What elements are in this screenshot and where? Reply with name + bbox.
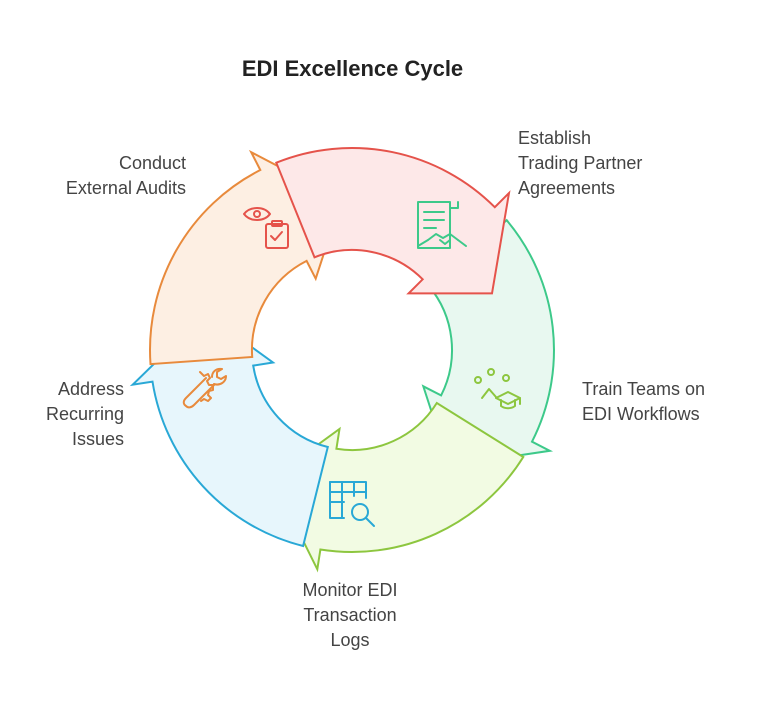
label-line: Train Teams on: [582, 379, 706, 399]
label-line: Transaction: [303, 605, 397, 625]
wrench-gear-icon: [182, 367, 227, 409]
label-line: EDI Workflows: [582, 404, 700, 424]
label-line: Logs: [330, 630, 370, 650]
graduation-cap-icon: [474, 368, 521, 410]
label-line: Monitor EDI: [302, 580, 398, 600]
eye-clipboard-icon: [243, 207, 289, 249]
label-address: Address Recurring Issues: [46, 377, 124, 452]
label-line: Issues: [71, 429, 124, 449]
label-line: Address: [57, 379, 124, 399]
label-train: Train Teams on EDI Workflows: [582, 377, 705, 427]
label-line: Agreements: [518, 178, 616, 198]
contract-handshake-icon: [417, 201, 467, 249]
label-audit: Conduct External Audits: [66, 151, 186, 201]
label-line: Conduct: [118, 153, 186, 173]
label-line: Recurring: [45, 404, 124, 424]
label-establish: Establish Trading Partner Agreements: [518, 126, 642, 201]
cycle-arrows: [129, 147, 555, 573]
arrow-monitor: [129, 312, 330, 548]
arrow-audit: [274, 147, 511, 295]
label-monitor: Monitor EDI Transaction Logs: [250, 578, 450, 653]
label-line: External Audits: [65, 178, 186, 198]
cycle-diagram: [129, 147, 555, 573]
label-line: Trading Partner: [518, 153, 643, 173]
label-line: Establish: [518, 128, 592, 148]
table-search-icon: [329, 481, 375, 527]
arrow-train: [270, 401, 525, 573]
diagram-title: EDI Excellence Cycle: [241, 56, 464, 81]
